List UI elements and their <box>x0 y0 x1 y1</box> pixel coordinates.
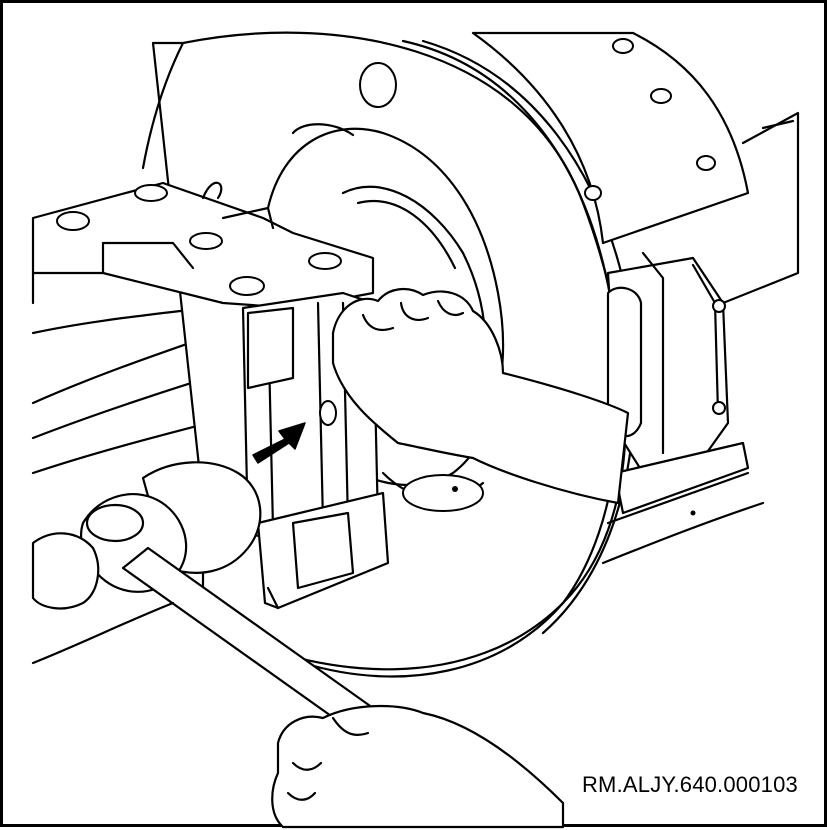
hammer <box>31 461 375 730</box>
hand-lower <box>271 704 565 829</box>
reference-code: RM.ALJY.640.000103 <box>581 772 798 797</box>
disc-hole <box>359 62 397 108</box>
brake-service-illustration <box>31 31 800 829</box>
support-bracket <box>31 181 375 310</box>
brake-caliper <box>606 251 750 525</box>
hand-upper <box>331 287 630 505</box>
brake-shoe <box>471 31 800 305</box>
direction-arrow-icon <box>252 422 306 464</box>
